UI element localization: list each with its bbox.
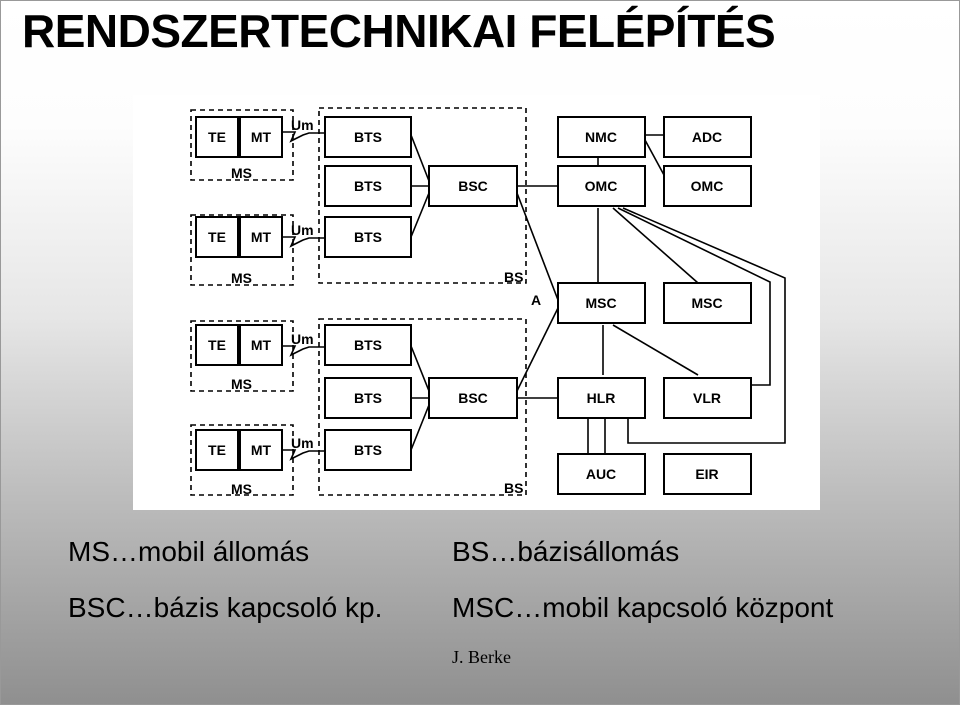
legend-bs: BS…bázisállomás	[452, 536, 680, 567]
nmc-box: NMC	[557, 116, 646, 158]
mt-box-1: MT	[239, 116, 283, 158]
svg-text:MT: MT	[251, 442, 272, 458]
msc-box-1: MSC	[557, 282, 646, 324]
bts-box-1: BTS	[324, 116, 412, 158]
svg-text:BSC: BSC	[458, 178, 488, 194]
svg-text:BTS: BTS	[354, 229, 382, 245]
bs-group-2	[318, 318, 527, 496]
um-label-4: Um	[291, 435, 314, 451]
um-label-3: Um	[291, 331, 314, 347]
author-credit: J. Berke	[452, 647, 511, 667]
legend-ms: MS…mobil állomás	[68, 536, 310, 567]
svg-text:MT: MT	[251, 129, 272, 145]
svg-text:MT: MT	[251, 229, 272, 245]
svg-text:TE: TE	[208, 442, 226, 458]
svg-text:BTS: BTS	[354, 178, 382, 194]
svg-text:OMC: OMC	[585, 178, 618, 194]
svg-text:MT: MT	[251, 337, 272, 353]
svg-text:HLR: HLR	[587, 390, 616, 406]
legend-msc: MSC…mobil kapcsoló központ	[452, 592, 834, 623]
svg-text:NMC: NMC	[585, 129, 617, 145]
svg-text:BSC: BSC	[458, 390, 488, 406]
svg-text:TE: TE	[208, 337, 226, 353]
bs-label-2: BS	[504, 480, 523, 496]
svg-text:MSC: MSC	[691, 295, 722, 311]
svg-text:VLR: VLR	[693, 390, 721, 406]
te-box-4: TE	[195, 429, 239, 471]
mt-box-4: MT	[239, 429, 283, 471]
msc-box-2: MSC	[663, 282, 752, 324]
svg-text:EIR: EIR	[695, 466, 718, 482]
a-interface-label: A	[531, 292, 541, 308]
bts-box-4: BTS	[324, 324, 412, 366]
bs-group-1	[318, 107, 527, 284]
vlr-box: VLR	[663, 377, 752, 419]
ms-group-3	[190, 320, 294, 392]
adc-box: ADC	[663, 116, 752, 158]
bts-box-2: BTS	[324, 165, 412, 207]
bsc-box-2: BSC	[428, 377, 518, 419]
bts-box-3: BTS	[324, 216, 412, 258]
svg-text:BTS: BTS	[354, 129, 382, 145]
bts-box-5: BTS	[324, 377, 412, 419]
te-box-2: TE	[195, 216, 239, 258]
omc-box-2: OMC	[663, 165, 752, 207]
um-label-1: Um	[291, 117, 314, 133]
legend-bsc: BSC…bázis kapcsoló kp.	[68, 592, 383, 623]
connection-lines	[282, 131, 786, 461]
auc-box: AUC	[557, 453, 646, 495]
svg-text:AUC: AUC	[586, 466, 616, 482]
ms-group-2	[190, 214, 294, 286]
ms-label-3: MS	[231, 376, 252, 392]
gsm-architecture-diagram: TE MT TE MT TE MT TE MT MS MS MS MS Um U…	[133, 95, 820, 510]
slide-title: RENDSZERTECHNIKAI FELÉPÍTÉS	[22, 5, 776, 57]
svg-text:BTS: BTS	[354, 390, 382, 406]
mt-box-2: MT	[239, 216, 283, 258]
mt-box-3: MT	[239, 324, 283, 366]
ms-label-2: MS	[231, 270, 252, 286]
ms-label-4: MS	[231, 481, 252, 497]
ms-group-1	[190, 109, 294, 181]
svg-text:TE: TE	[208, 129, 226, 145]
omc-box-1: OMC	[557, 165, 646, 207]
te-box-3: TE	[195, 324, 239, 366]
eir-box: EIR	[663, 453, 752, 495]
svg-text:ADC: ADC	[692, 129, 722, 145]
bsc-box-1: BSC	[428, 165, 518, 207]
svg-text:OMC: OMC	[691, 178, 724, 194]
bs-label-1: BS	[504, 269, 523, 285]
svg-text:BTS: BTS	[354, 442, 382, 458]
te-box-1: TE	[195, 116, 239, 158]
svg-text:TE: TE	[208, 229, 226, 245]
bts-box-6: BTS	[324, 429, 412, 471]
svg-text:BTS: BTS	[354, 337, 382, 353]
hlr-box: HLR	[557, 377, 646, 419]
svg-text:MSC: MSC	[585, 295, 616, 311]
um-label-2: Um	[291, 222, 314, 238]
ms-group-4	[190, 424, 294, 496]
ms-label-1: MS	[231, 165, 252, 181]
